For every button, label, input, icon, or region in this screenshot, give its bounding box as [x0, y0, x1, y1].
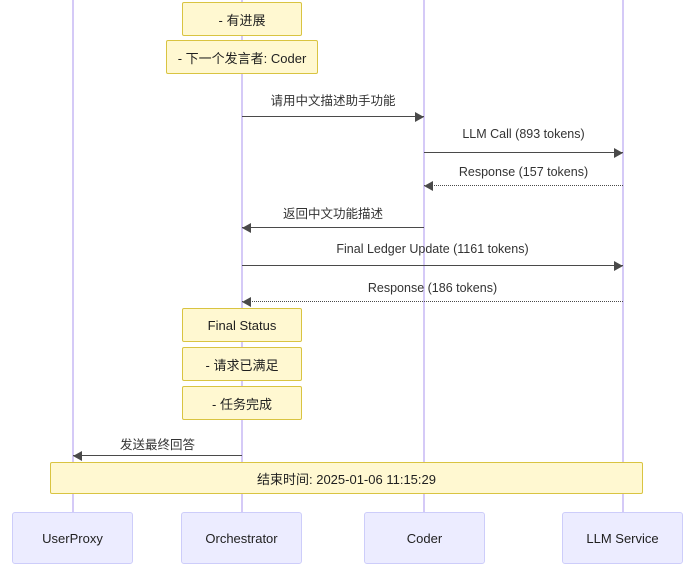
msg-describe-assistant-line: [242, 116, 424, 117]
actor-coder[interactable]: Coder: [364, 512, 485, 564]
msg-llm-call-arrowhead-icon: [614, 148, 623, 158]
actor-llmservice[interactable]: LLM Service: [562, 512, 683, 564]
msg-llm-call-line: [424, 152, 623, 153]
msg-llm-response-157-arrowhead-icon: [424, 181, 433, 191]
actor-orchestrator[interactable]: Orchestrator: [181, 512, 302, 564]
msg-send-final-answer-label: 发送最终回答: [119, 438, 196, 452]
msg-return-description-line: [242, 227, 424, 228]
msg-final-ledger-update-line: [242, 265, 623, 266]
note-request-satisfied: - 请求已满足: [182, 347, 302, 381]
msg-final-ledger-update-label: Final Ledger Update (1161 tokens): [336, 242, 529, 256]
msg-final-ledger-update-arrowhead-icon: [614, 261, 623, 271]
msg-llm-response-157-line: [424, 185, 623, 186]
msg-send-final-answer-arrowhead-icon: [73, 451, 82, 461]
note-final-status: Final Status: [182, 308, 302, 342]
msg-send-final-answer-line: [73, 455, 242, 456]
note-progress: - 有进展: [182, 2, 302, 36]
msg-llm-response-186-arrowhead-icon: [242, 297, 251, 307]
msg-describe-assistant-label: 请用中文描述助手功能: [270, 94, 396, 108]
note-next-speaker: - 下一个发言者: Coder: [166, 40, 318, 74]
lifeline-userproxy: [72, 0, 74, 512]
note-end-time: 结束时间: 2025-01-06 11:15:29: [50, 462, 643, 494]
msg-llm-response-186-label: Response (186 tokens): [367, 281, 498, 295]
msg-describe-assistant-arrowhead-icon: [415, 112, 424, 122]
msg-return-description-label: 返回中文功能描述: [282, 207, 384, 221]
actor-userproxy[interactable]: UserProxy: [12, 512, 133, 564]
lifeline-orchestrator: [241, 0, 243, 512]
msg-return-description-arrowhead-icon: [242, 223, 251, 233]
lifeline-llmservice: [622, 0, 624, 512]
note-task-complete: - 任务完成: [182, 386, 302, 420]
msg-llm-response-157-label: Response (157 tokens): [458, 165, 589, 179]
lifeline-coder: [423, 0, 425, 512]
msg-llm-response-186-line: [242, 301, 623, 302]
msg-llm-call-label: LLM Call (893 tokens): [462, 127, 585, 141]
